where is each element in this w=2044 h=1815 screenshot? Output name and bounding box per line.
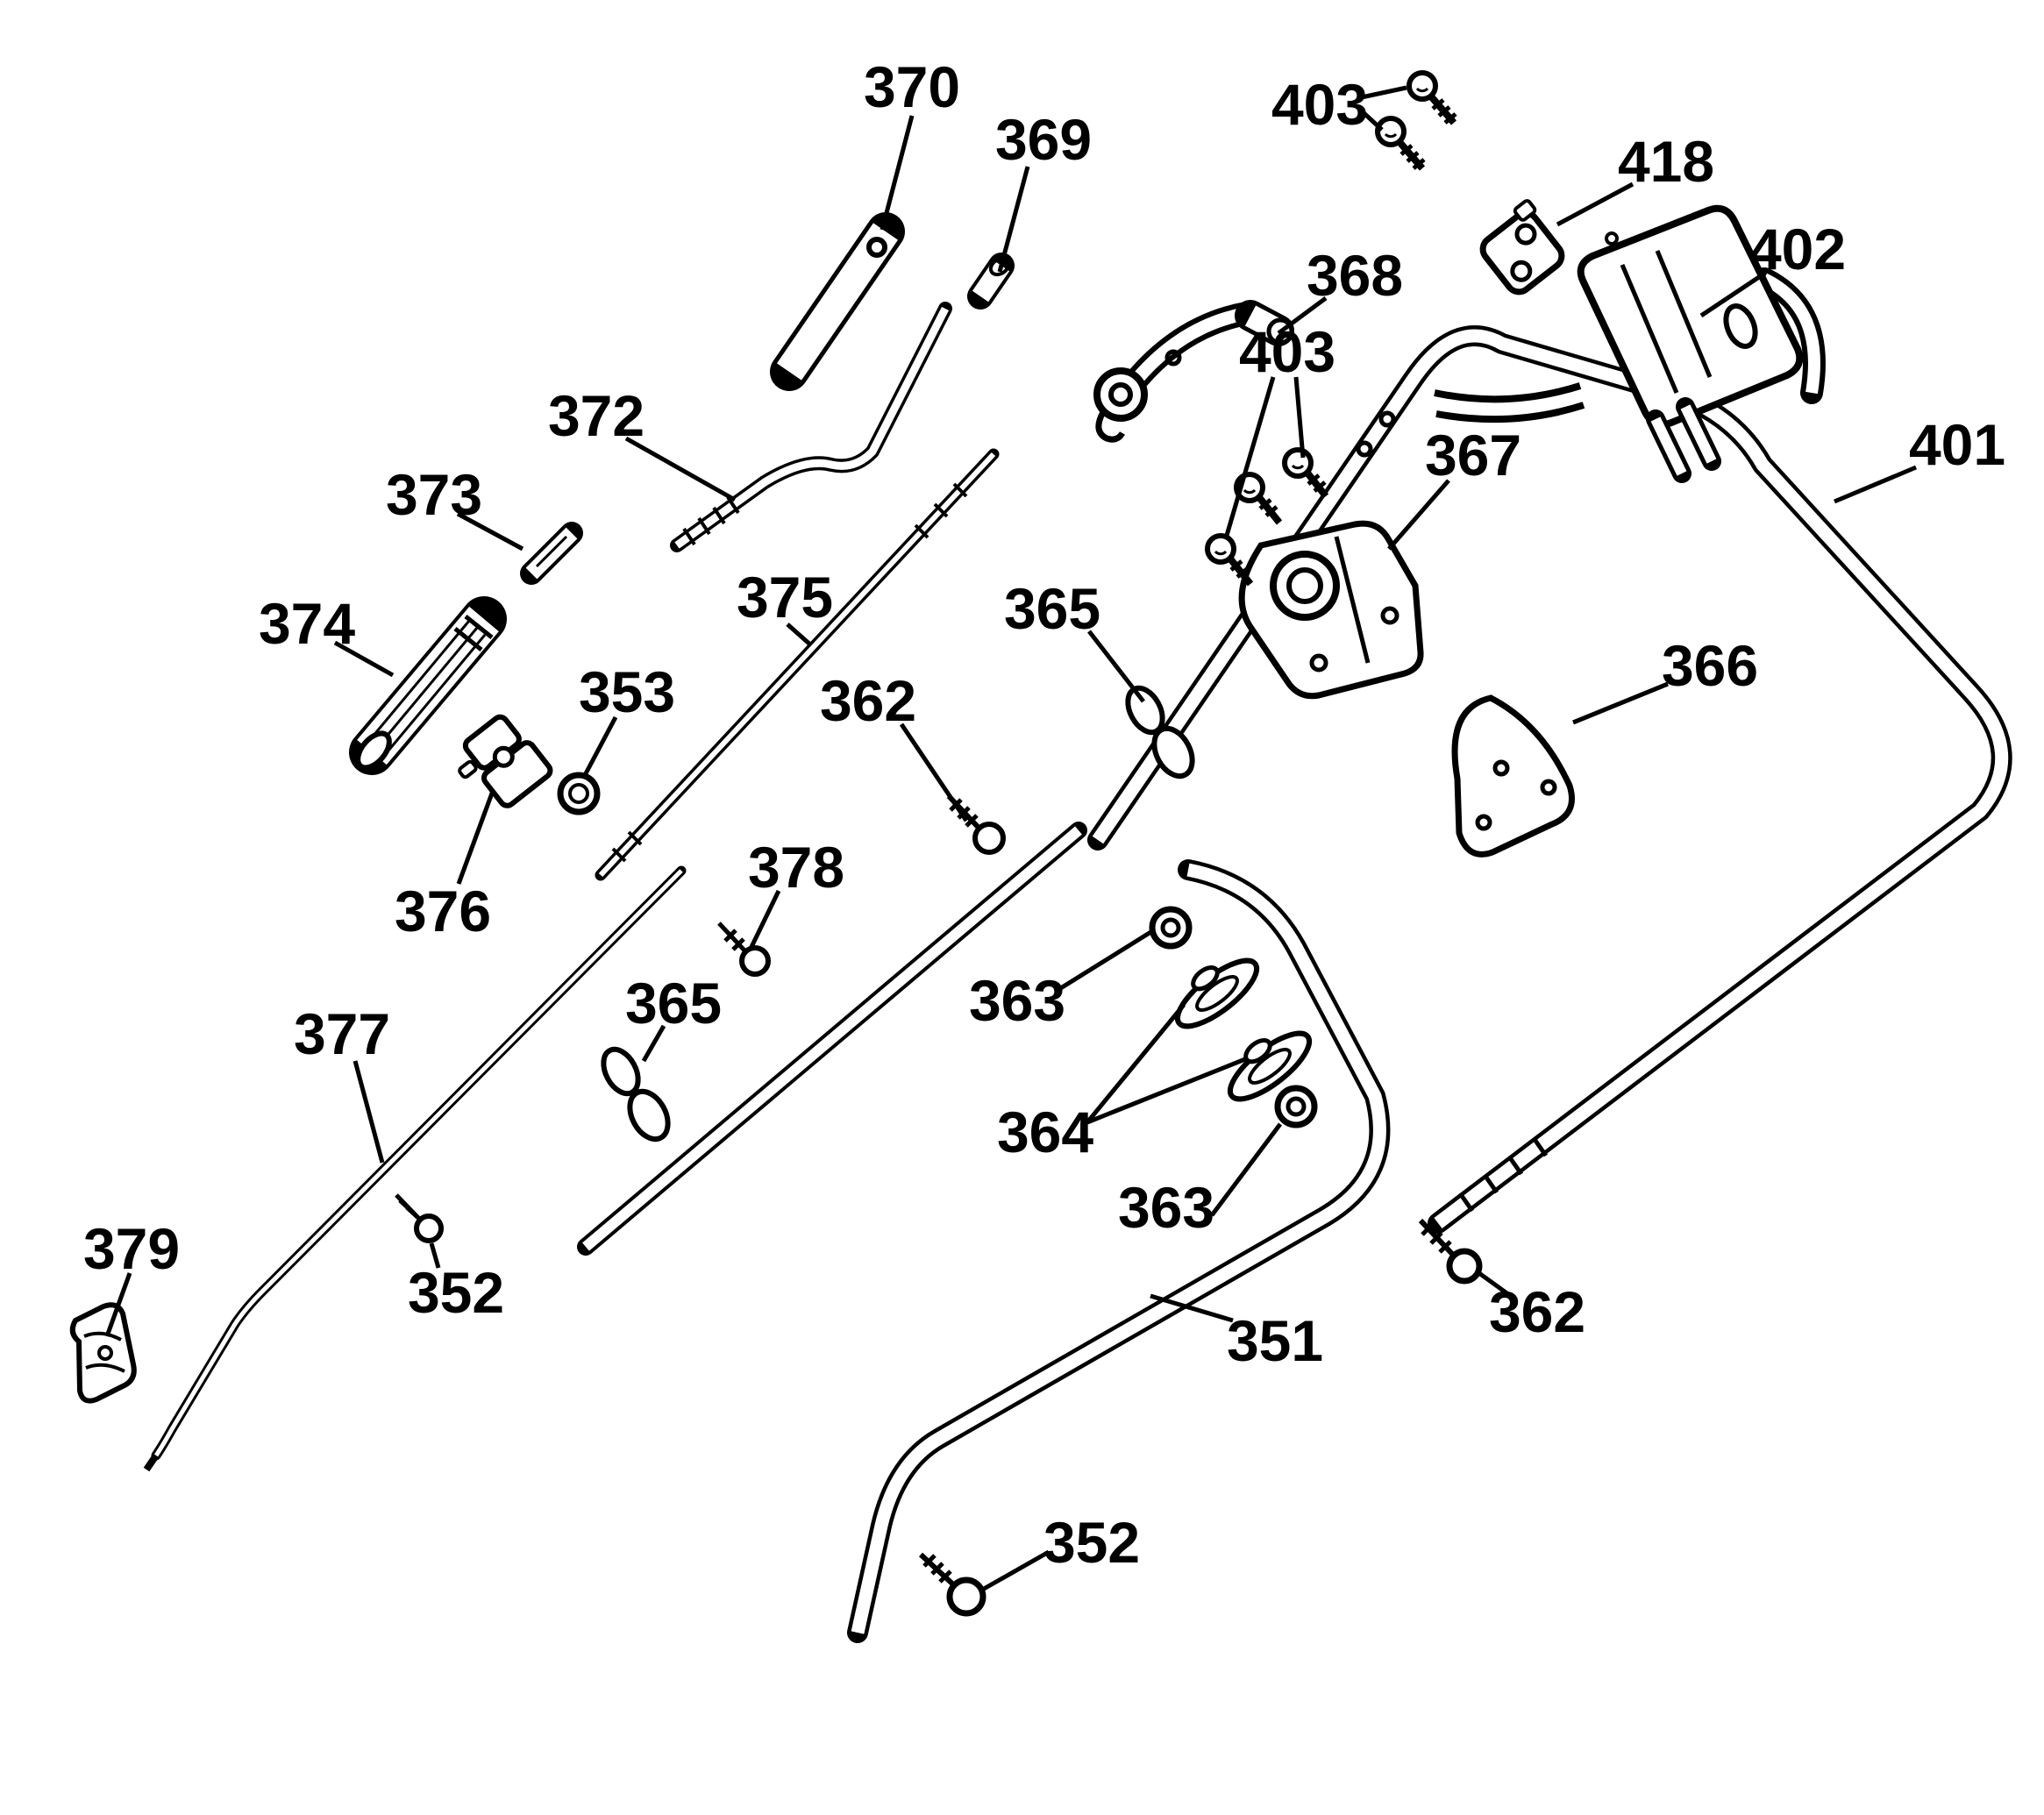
callout-367: 367	[1425, 423, 1521, 488]
part-bolt-362-right	[1418, 1218, 1483, 1285]
part-grommet-363-upper	[1149, 906, 1193, 950]
part-rod-375	[595, 448, 1000, 881]
part-screw-403-top-1	[1407, 70, 1457, 125]
callout-379: 379	[83, 1216, 180, 1281]
part-cable-clip-365-lower	[601, 1046, 671, 1142]
callout-365-lower: 365	[625, 971, 722, 1036]
callout-372: 372	[548, 383, 645, 448]
callout-352-bottom: 352	[1043, 1510, 1140, 1575]
part-handle-brace-tube	[577, 822, 1087, 1256]
part-grip-374	[349, 596, 507, 775]
callout-369: 369	[995, 107, 1092, 172]
part-clamp-376	[458, 714, 553, 808]
part-upper-handle-401	[1087, 325, 2012, 1234]
part-cable-clamp-418	[1479, 199, 1565, 295]
callout-363-lower: 363	[1118, 1175, 1214, 1240]
callout-373: 373	[386, 462, 482, 527]
part-rod-377	[143, 865, 687, 1472]
callout-376: 376	[395, 879, 491, 943]
part-washer-353	[557, 772, 601, 815]
callout-366: 366	[1662, 633, 1758, 698]
callout-352-upper: 352	[408, 1260, 504, 1325]
callout-375: 375	[737, 565, 833, 630]
part-screw-352-upper	[395, 1193, 444, 1243]
callout-374: 374	[259, 591, 355, 656]
callout-362-right: 362	[1489, 1279, 1585, 1344]
part-screw-403-mid-3	[1205, 533, 1254, 587]
part-lower-handle-351	[847, 859, 1391, 1643]
callout-370: 370	[864, 54, 960, 119]
part-mount-bracket-367	[1238, 520, 1424, 700]
part-wing-knob-364-b	[1227, 1030, 1313, 1102]
callout-403-mid: 403	[1239, 319, 1335, 384]
callout-402: 402	[1749, 217, 1846, 281]
callout-378: 378	[748, 835, 844, 900]
callout-362-center: 362	[820, 668, 916, 733]
callout-418: 418	[1618, 129, 1714, 194]
part-wing-knob-364-a	[1174, 957, 1260, 1029]
handle-hole	[1356, 440, 1373, 458]
callout-365-upper: 365	[1004, 576, 1100, 641]
part-switch-housing-402	[1434, 204, 1826, 483]
callout-labels: 370 369 403 418 402 368 372 403 367 401 …	[83, 54, 2005, 1575]
part-bushing-369	[967, 253, 1015, 310]
callout-353: 353	[579, 659, 675, 724]
callout-401: 401	[1909, 412, 2005, 477]
callout-377: 377	[294, 1001, 390, 1066]
part-cable-clip-365-upper	[1125, 685, 1195, 779]
part-bail-lever-368	[1093, 300, 1294, 443]
callout-363-upper: 363	[969, 968, 1065, 1033]
grip-ribs	[371, 620, 487, 751]
leader-lines	[104, 85, 1917, 1591]
part-rod-372	[670, 302, 952, 552]
callout-364: 364	[997, 1100, 1093, 1164]
part-screw-403-mid-1	[1282, 447, 1329, 499]
part-screw-378	[717, 922, 771, 977]
callout-403-top: 403	[1271, 72, 1368, 137]
thread-hatching	[682, 495, 740, 546]
part-screw-403-top-2	[1375, 116, 1426, 171]
part-pin-373	[520, 522, 583, 585]
callout-351: 351	[1227, 1308, 1323, 1373]
handle-hole	[1378, 410, 1396, 428]
part-corner-plate-366	[1451, 694, 1575, 858]
part-link-bar-370	[770, 212, 905, 391]
thread-hatching	[1457, 1136, 1549, 1213]
part-grommet-363-lower	[1274, 1085, 1318, 1128]
thread-hatching	[611, 482, 968, 863]
part-screw-352-bottom	[918, 1552, 986, 1617]
callout-368: 368	[1307, 243, 1403, 308]
part-rod-clamp-379	[69, 1302, 137, 1404]
